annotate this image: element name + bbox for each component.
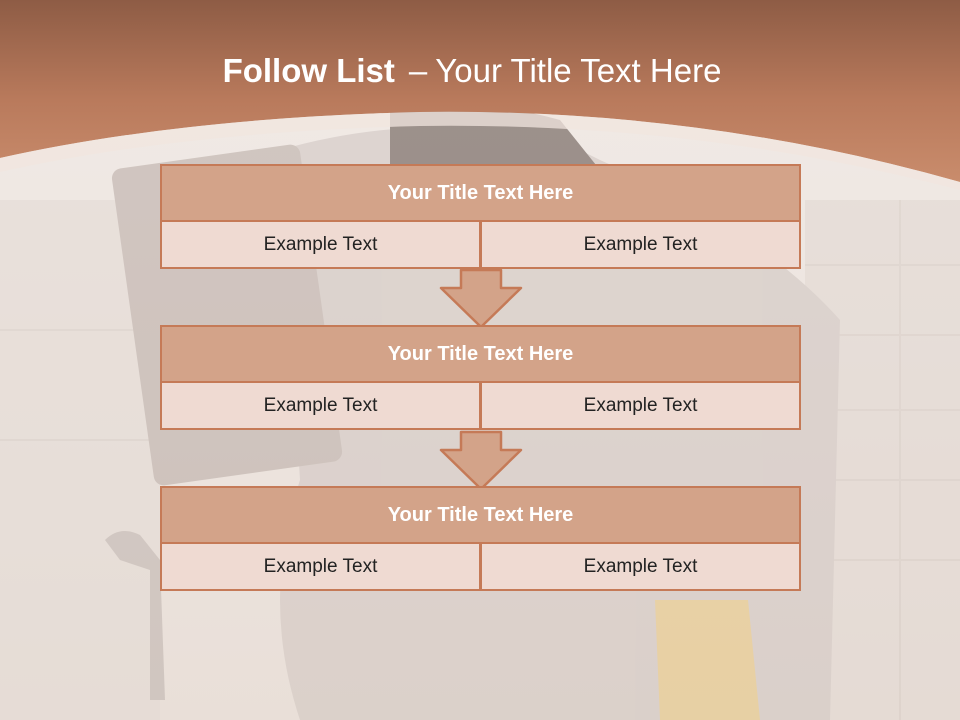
step-2-right-text[interactable]: Example Text [480, 381, 801, 430]
step-3-left-text[interactable]: Example Text [160, 542, 481, 591]
slide-title: Follow List–Your Title Text Here [0, 52, 944, 90]
step-2-title[interactable]: Your Title Text Here [160, 325, 801, 383]
step-2-left-text[interactable]: Example Text [160, 381, 481, 430]
slide-title-text: Your Title Text Here [435, 52, 722, 89]
step-3-title[interactable]: Your Title Text Here [160, 486, 801, 544]
step-1-right-text[interactable]: Example Text [480, 220, 801, 269]
step-block-3: Your Title Text Here Example Text Exampl… [160, 486, 801, 593]
step-block-2: Your Title Text Here Example Text Exampl… [160, 325, 801, 432]
down-arrow-icon [439, 430, 523, 491]
slide-title-bold: Follow List [222, 52, 395, 89]
step-block-1: Your Title Text Here Example Text Exampl… [160, 164, 801, 271]
slide-title-separator: – [408, 52, 428, 89]
step-3-right-text[interactable]: Example Text [480, 542, 801, 591]
step-1-title[interactable]: Your Title Text Here [160, 164, 801, 222]
down-arrow-icon [439, 268, 523, 329]
step-1-left-text[interactable]: Example Text [160, 220, 481, 269]
